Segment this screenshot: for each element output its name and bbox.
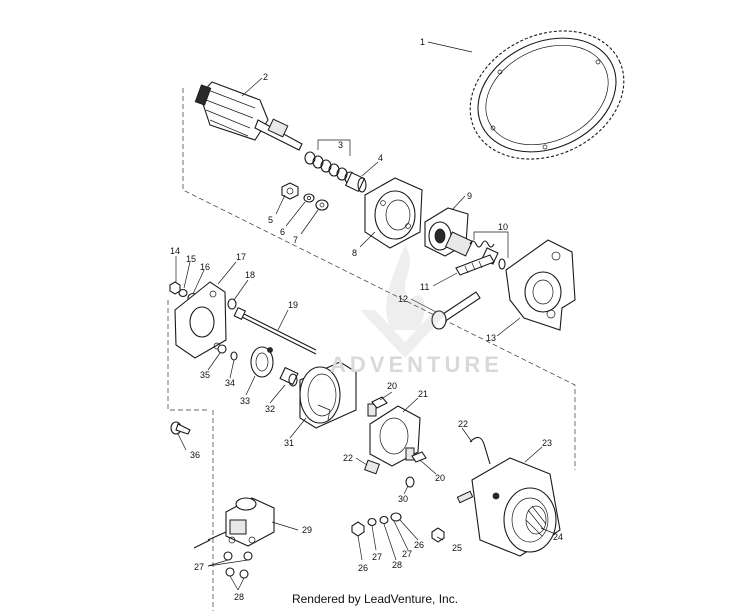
callout-6: 6: [280, 227, 285, 237]
callout-20-lower: 20: [435, 473, 445, 483]
lock-washer[interactable]: [303, 193, 315, 203]
callout-4: 4: [378, 153, 383, 163]
frame-bushing[interactable]: [279, 366, 299, 387]
brush-plate[interactable]: [367, 403, 421, 467]
brush-holder-ring[interactable]: [250, 346, 274, 378]
drive-end-bracket[interactable]: [505, 239, 576, 331]
washer-row[interactable]: [351, 512, 402, 537]
callout-25: 25: [452, 543, 462, 553]
render-credit: Rendered by LeadVenture, Inc.: [291, 592, 459, 606]
solenoid-hardware[interactable]: [223, 551, 253, 579]
callout-16: 16: [200, 262, 210, 272]
callout-27-mid: 27: [372, 552, 382, 562]
starter-solenoid[interactable]: [193, 497, 275, 549]
bushing[interactable]: [344, 171, 367, 193]
callout-8: 8: [352, 248, 357, 258]
callout-27-left: 27: [194, 562, 204, 572]
callout-36: 36: [190, 450, 200, 460]
solenoid-housing[interactable]: [456, 457, 561, 557]
callout-33: 33: [240, 396, 250, 406]
callout-12: 12: [398, 294, 408, 304]
armature[interactable]: [194, 81, 303, 151]
brush-upper[interactable]: [371, 396, 388, 409]
leadventure-flame-watermark-icon: [360, 245, 450, 358]
callout-17: 17: [236, 252, 246, 262]
callout-22-right: 22: [458, 419, 468, 429]
thrust-washer[interactable]: [227, 298, 237, 310]
brush-spring-lower[interactable]: [364, 459, 380, 475]
commutator-end-bracket[interactable]: [174, 281, 227, 359]
drive-assembly[interactable]: [424, 207, 474, 257]
callout-35: 35: [200, 370, 210, 380]
field-frame[interactable]: [299, 361, 357, 429]
frame-bolt[interactable]: [170, 421, 191, 435]
solenoid-lead[interactable]: [469, 436, 491, 465]
mounting-bolt[interactable]: [431, 291, 481, 330]
watermark-text: ADVENTURE: [330, 352, 503, 377]
callout-10: 10: [498, 222, 508, 232]
callout-3: 3: [338, 140, 343, 150]
callout-29: 29: [302, 525, 312, 535]
screw-washer[interactable]: [217, 344, 227, 354]
callout-26-right: 26: [414, 540, 424, 550]
stud-bolt[interactable]: [455, 254, 495, 276]
callout-14: 14: [170, 246, 180, 256]
callout-27-right: 27: [402, 549, 412, 559]
small-nut[interactable]: [169, 281, 181, 295]
field-coil[interactable]: [525, 505, 547, 537]
callout-2: 2: [263, 72, 268, 82]
callout-18: 18: [245, 270, 255, 280]
callout-28-bottom: 28: [234, 592, 244, 602]
small-lock-washer[interactable]: [178, 288, 188, 298]
brush-lower[interactable]: [411, 451, 427, 463]
nut[interactable]: [281, 182, 299, 200]
callout-22-left: 22: [343, 453, 353, 463]
callout-13: 13: [486, 333, 496, 343]
small-screw[interactable]: [230, 351, 238, 361]
callout-20-upper: 20: [387, 381, 397, 391]
callout-9: 9: [467, 191, 472, 201]
callout-30: 30: [398, 494, 408, 504]
assembly-outline: [167, 88, 576, 611]
callout-1: 1: [420, 37, 425, 47]
through-bolt[interactable]: [233, 306, 317, 355]
callout-24: 24: [553, 532, 563, 542]
flat-washer[interactable]: [315, 199, 329, 211]
callout-26-left: 26: [358, 563, 368, 573]
callout-28-mid: 28: [392, 560, 402, 570]
callout-11: 11: [420, 282, 429, 292]
end-housing[interactable]: [364, 177, 423, 249]
callout-23: 23: [542, 438, 552, 448]
plate-screw[interactable]: [405, 476, 415, 488]
callout-21: 21: [418, 389, 428, 399]
callout-34: 34: [225, 378, 235, 388]
callout-31: 31: [284, 438, 294, 448]
callout-32: 32: [265, 404, 275, 414]
callout-19: 19: [288, 300, 298, 310]
callout-5: 5: [268, 215, 273, 225]
terminal-nut[interactable]: [431, 527, 445, 543]
callout-15: 15: [186, 254, 196, 264]
brush-spring-set[interactable]: [304, 151, 356, 185]
ring-gear[interactable]: [449, 7, 645, 183]
callout-7: 7: [293, 235, 298, 245]
